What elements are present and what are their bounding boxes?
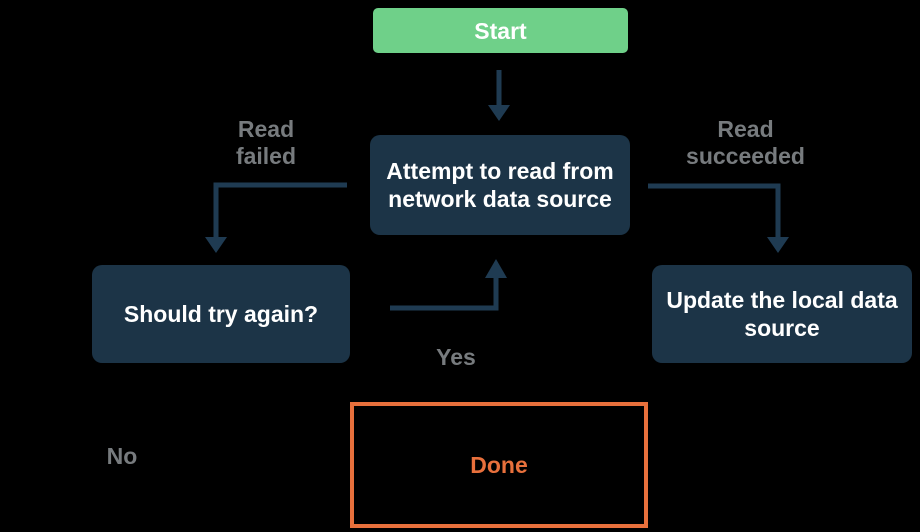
node-should-try-again: Should try again? (92, 265, 350, 363)
node-update-local-data-label: Update the local data source (666, 287, 898, 341)
node-attempt-read: Attempt to read from network data source (370, 135, 630, 235)
node-start: Start (373, 8, 628, 53)
arrow-start-to-attempt (488, 70, 510, 121)
node-should-try-again-label: Should try again? (123, 301, 319, 327)
node-done: Done (350, 402, 648, 528)
node-done-label: Done (470, 452, 528, 478)
node-start-label: Start (474, 17, 527, 44)
edge-label-read-failed: Read failed (235, 116, 297, 169)
edge-label-yes: Yes (436, 344, 476, 370)
arrow-attempt-to-should-try (205, 182, 347, 253)
edge-label-read-succeeded: Read succeeded (686, 116, 805, 169)
arrow-yes-return-to-attempt (390, 259, 507, 311)
edge-label-no: No (106, 443, 138, 469)
arrow-attempt-to-update (648, 183, 789, 253)
node-update-local-data: Update the local data source (652, 265, 912, 363)
node-attempt-read-label: Attempt to read from network data source (386, 158, 614, 212)
